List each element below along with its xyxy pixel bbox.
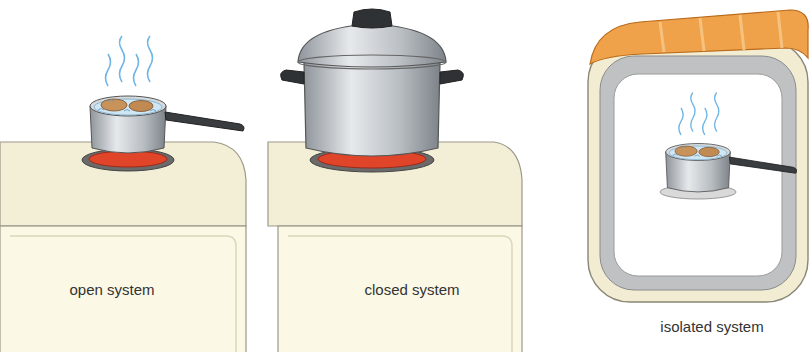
insulation-layer (600, 56, 796, 290)
open-stove (0, 36, 246, 352)
closed-pot-body (304, 62, 440, 156)
stove-front-edge (10, 236, 236, 352)
insulated-lid (590, 10, 808, 64)
pot-handle (440, 70, 463, 84)
pot-handle (281, 70, 304, 84)
stove-front-edge (288, 236, 512, 352)
system-label: open system (69, 281, 154, 298)
closed-stove (268, 9, 522, 352)
counter-top (0, 142, 246, 226)
system-label: isolated system (660, 318, 763, 335)
stove-front (278, 226, 522, 352)
open-pot (90, 36, 244, 153)
insulated-shell (588, 40, 808, 302)
pot-lid (298, 24, 446, 67)
lid-rim (298, 55, 446, 69)
system-label: closed system (364, 281, 459, 298)
isolated-container (588, 10, 808, 302)
lid-knob (352, 9, 392, 28)
lid-stripes (660, 12, 782, 52)
isolated-pot (666, 93, 797, 192)
stove-front (0, 226, 246, 352)
